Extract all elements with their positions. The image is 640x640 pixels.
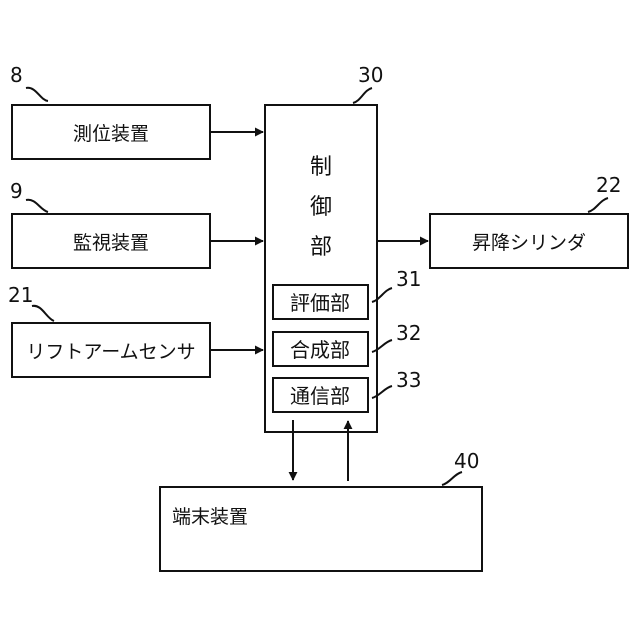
- ref-30: 30: [353, 63, 383, 103]
- ref-40: 40: [442, 449, 479, 485]
- synthesis-unit-block: 合成部: [273, 332, 368, 366]
- lift-arm-sensor-label: リフトアームセンサ: [26, 341, 195, 363]
- leader-line-40: [442, 472, 462, 485]
- ref-31: 31: [372, 267, 421, 302]
- ref-numeral-8: 8: [10, 63, 23, 87]
- lift-arm-sensor-block: リフトアームセンサ: [12, 323, 210, 377]
- ref-21: 21: [8, 283, 54, 321]
- ref-22: 22: [588, 173, 621, 212]
- positioning-device-label: 測位装置: [73, 123, 149, 145]
- terminal-device-block: 端末装置: [160, 487, 482, 571]
- ref-numeral-9: 9: [10, 179, 23, 203]
- leader-line-21: [32, 306, 54, 321]
- controller-label-char-3: 部: [310, 235, 332, 260]
- controller-label-char-1: 制: [310, 155, 332, 180]
- ref-32: 32: [372, 321, 421, 352]
- ref-8: 8: [10, 63, 48, 101]
- ref-numeral-21: 21: [8, 283, 33, 307]
- ref-9: 9: [10, 179, 48, 212]
- ref-33: 33: [372, 368, 421, 398]
- lift-cylinder-label: 昇降シリンダ: [472, 232, 586, 254]
- evaluation-unit-label: 評価部: [290, 291, 350, 315]
- leader-line-9: [26, 200, 48, 212]
- monitoring-device-label: 監視装置: [73, 232, 149, 254]
- ref-numeral-30: 30: [358, 63, 383, 87]
- ref-numeral-22: 22: [596, 173, 621, 197]
- communication-unit-label: 通信部: [290, 384, 350, 408]
- leader-line-30: [353, 88, 372, 103]
- ref-numeral-40: 40: [454, 449, 479, 473]
- communication-unit-block: 通信部: [273, 378, 368, 412]
- ref-numeral-32: 32: [396, 321, 421, 345]
- controller-label-char-2: 御: [310, 195, 332, 220]
- terminal-device-label: 端末装置: [172, 506, 248, 528]
- ref-numeral-33: 33: [396, 368, 421, 392]
- leader-line-8: [26, 88, 48, 101]
- leader-line-22: [588, 198, 608, 212]
- monitoring-device-block: 監視装置: [12, 214, 210, 268]
- lift-cylinder-block: 昇降シリンダ: [430, 214, 628, 268]
- ref-numeral-31: 31: [396, 267, 421, 291]
- synthesis-unit-label: 合成部: [290, 338, 350, 362]
- positioning-device-block: 測位装置: [12, 105, 210, 159]
- evaluation-unit-block: 評価部: [273, 285, 368, 319]
